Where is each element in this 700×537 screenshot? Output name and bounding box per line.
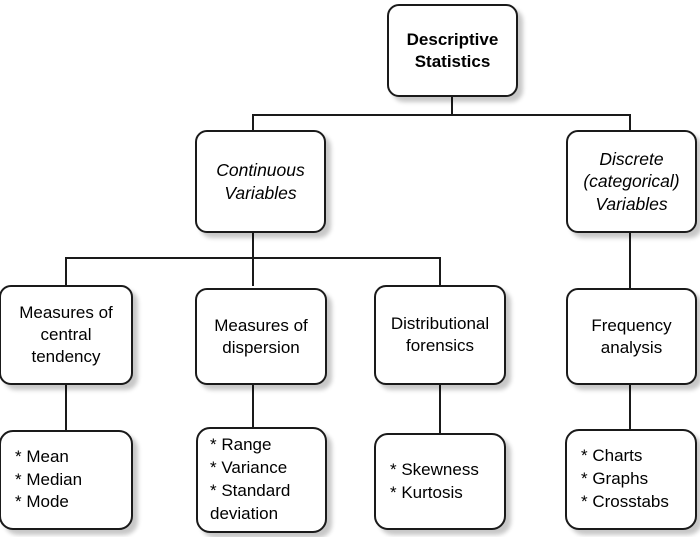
node-frequency-items[interactable]: * Charts * Graphs * Crosstabs [565,429,697,530]
node-label: * Charts * Graphs * Crosstabs [581,446,669,511]
node-frequency-analysis[interactable]: Frequency analysis [566,288,697,385]
node-continuous-variables[interactable]: Continuous Variables [195,130,326,233]
node-label: Discrete (categorical) Variables [583,148,680,214]
node-label: * Skewness * Kurtosis [390,459,479,502]
node-label: Continuous Variables [216,160,305,203]
node-label: * Mean * Median * Mode [15,446,83,512]
node-dispersion-items[interactable]: * Range * Variance * Standard deviation [196,427,327,533]
node-measures-dispersion[interactable]: Measures of dispersion [195,288,327,385]
node-label: Measures of central tendency [19,303,113,366]
node-discrete-variables[interactable]: Discrete (categorical) Variables [566,130,697,233]
node-measures-central-tendency[interactable]: Measures of central tendency [0,285,133,385]
node-central-tendency-items[interactable]: * Mean * Median * Mode [0,430,133,530]
node-descriptive-statistics[interactable]: Descriptive Statistics [387,4,518,97]
node-label: * Range * Variance * Standard deviation [210,435,291,523]
node-label: Distributional forensics [390,314,490,355]
node-label: Descriptive Statistics [406,29,499,71]
node-distributional-forensics[interactable]: Distributional forensics [374,285,506,385]
node-label: Measures of dispersion [214,315,308,357]
node-distributional-items[interactable]: * Skewness * Kurtosis [374,433,506,530]
node-label: Frequency analysis [591,315,672,357]
